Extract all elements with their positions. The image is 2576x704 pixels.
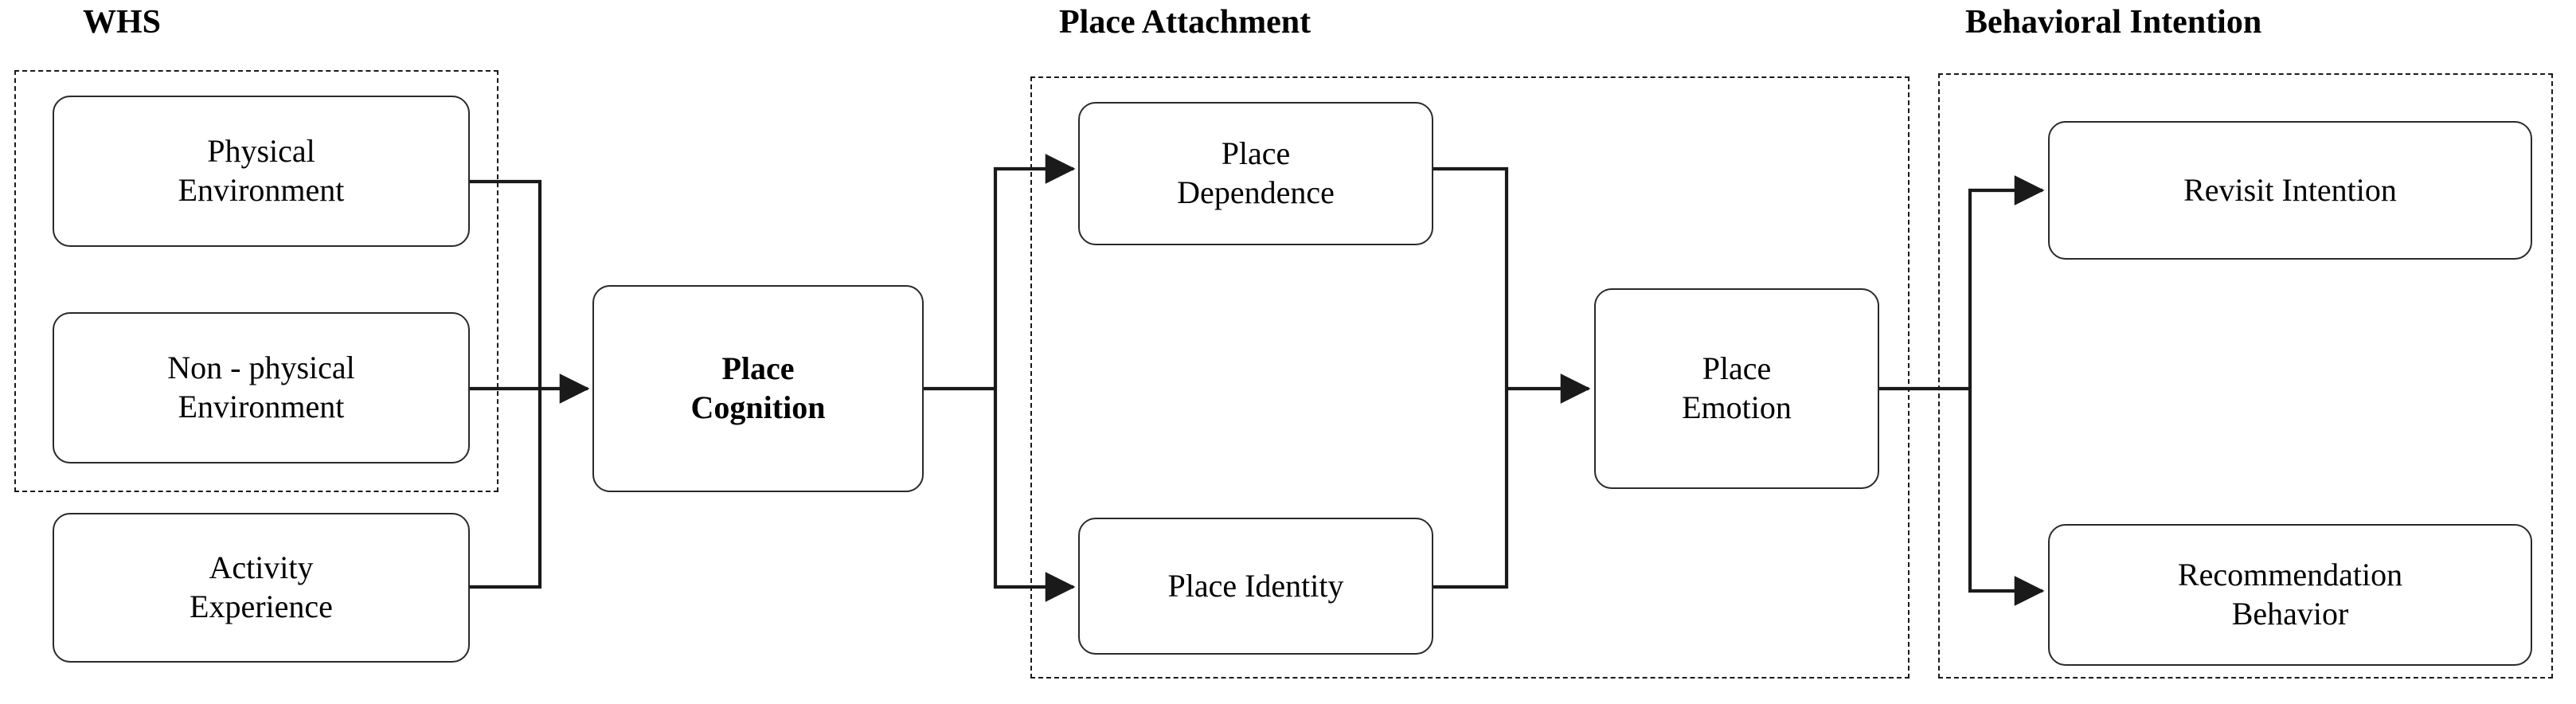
node-activity-experience[interactable]: Activity Experience bbox=[53, 513, 470, 663]
node-recommendation-behavior[interactable]: Recommendation Behavior bbox=[2048, 524, 2532, 666]
node-label-place-cognition: Place Cognition bbox=[690, 350, 826, 425]
node-place-cognition[interactable]: Place Cognition bbox=[592, 285, 924, 492]
group-title-behavioral-intention: Behavioral Intention bbox=[1965, 4, 2262, 41]
node-revisit-intention[interactable]: Revisit Intention bbox=[2048, 121, 2532, 260]
node-label-place-identity: Place Identity bbox=[1167, 567, 1344, 604]
node-label-activity-experience: Activity Experience bbox=[190, 550, 333, 624]
node-non-physical-environment[interactable]: Non - physical Environment bbox=[53, 312, 470, 463]
node-label-physical-environment: Physical Environment bbox=[178, 133, 345, 208]
node-physical-environment[interactable]: Physical Environment bbox=[53, 96, 470, 247]
node-label-recommendation-behavior: Recommendation Behavior bbox=[2177, 557, 2403, 632]
node-label-revisit-intention: Revisit Intention bbox=[2183, 171, 2397, 208]
group-title-place-attachment: Place Attachment bbox=[1059, 4, 1311, 41]
node-label-place-dependence: Place Dependence bbox=[1177, 135, 1335, 210]
node-label-non-physical-environment: Non - physical Environment bbox=[167, 350, 355, 424]
group-box-behavioral-intention bbox=[1938, 73, 2553, 679]
group-title-whs: WHS bbox=[83, 4, 162, 41]
node-label-place-emotion: Place Emotion bbox=[1682, 350, 1792, 425]
group-box-place-attachment bbox=[1030, 76, 1910, 679]
group-box-whs bbox=[14, 70, 498, 492]
node-place-dependence[interactable]: Place Dependence bbox=[1078, 102, 1433, 245]
node-place-emotion[interactable]: Place Emotion bbox=[1594, 288, 1879, 489]
node-place-identity[interactable]: Place Identity bbox=[1078, 518, 1433, 655]
